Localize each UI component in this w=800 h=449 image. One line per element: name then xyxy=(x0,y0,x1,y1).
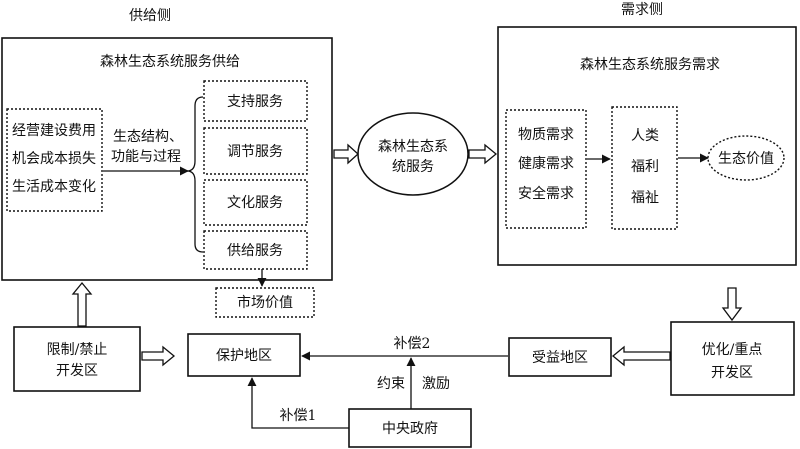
demand-to-optimized-arrow xyxy=(721,287,743,322)
market-value-box xyxy=(215,287,315,318)
process-label-line1: 生态结构、 xyxy=(113,129,183,145)
supply-to-center-arrow xyxy=(333,143,359,165)
human-item-1: 人类 xyxy=(631,128,659,144)
demand-side-heading: 需求侧 xyxy=(621,2,663,18)
compensation1-label: 补偿1 xyxy=(280,408,317,424)
human-item-2: 福利 xyxy=(631,159,659,175)
restricted-zone-box xyxy=(13,326,141,392)
eco-value-label: 生态价值 xyxy=(718,151,774,167)
supply-side-box xyxy=(1,37,333,281)
service-regulating-label: 调节服务 xyxy=(227,144,283,160)
restricted-to-protected-arrow xyxy=(141,345,176,367)
supply-side-title: 森林生态系统服务供给 xyxy=(100,54,240,70)
need-item-1: 物质需求 xyxy=(518,127,574,143)
service-support-label: 支持服务 xyxy=(227,94,283,110)
cost-item-1: 经营建设费用 xyxy=(12,123,96,139)
center-node-line1: 森林生态系 xyxy=(378,139,448,155)
eco-value-node xyxy=(707,135,785,181)
optimized-zone-line1: 优化/重点 xyxy=(702,342,763,358)
service-box-support xyxy=(203,80,308,122)
center-node xyxy=(357,112,469,196)
process-label-line2: 功能与过程 xyxy=(111,149,181,165)
need-item-3: 安全需求 xyxy=(518,185,574,202)
human-box xyxy=(611,106,678,230)
cost-item-3: 生活成本变化 xyxy=(12,179,96,195)
protected-area-label: 保护地区 xyxy=(216,348,272,364)
demand-side-box xyxy=(497,26,797,266)
service-cultural-label: 文化服务 xyxy=(227,195,283,211)
central-gov-label: 中央政府 xyxy=(382,421,438,437)
compensation2-label: 补偿2 xyxy=(394,336,431,352)
incentive-label: 激励 xyxy=(422,375,450,392)
restricted-zone-line1: 限制/禁止 xyxy=(47,342,108,358)
demand-side-title: 森林生态系统服务需求 xyxy=(580,57,720,73)
compensation1-arrow xyxy=(247,377,349,429)
human-item-3: 福祉 xyxy=(631,190,659,206)
optimized-to-beneficiary-arrow xyxy=(611,345,671,367)
optimized-zone-box xyxy=(670,321,795,396)
restricted-to-supply-arrow xyxy=(71,281,93,327)
service-box-provisioning xyxy=(203,230,308,270)
supply-side-heading: 供给侧 xyxy=(129,8,171,24)
optimized-zone-line2: 开发区 xyxy=(711,365,753,381)
need-item-2: 健康需求 xyxy=(518,155,574,172)
service-provisioning-label: 供给服务 xyxy=(227,243,283,259)
cost-item-2: 机会成本损失 xyxy=(12,151,96,167)
needs-box xyxy=(505,109,587,229)
services-brace xyxy=(186,96,204,253)
beneficiary-area-box xyxy=(508,337,612,377)
service-box-regulating xyxy=(203,127,308,175)
protected-area-box xyxy=(187,333,301,377)
cost-box xyxy=(6,108,103,212)
restricted-zone-line2: 开发区 xyxy=(56,363,98,379)
market-value-label: 市场价值 xyxy=(237,294,293,311)
center-node-line2: 统服务 xyxy=(392,159,434,175)
beneficiary-area-label: 受益地区 xyxy=(532,350,588,366)
service-box-cultural xyxy=(203,179,308,226)
constraint-label: 约束 xyxy=(377,376,405,392)
center-to-demand-arrow xyxy=(468,143,498,165)
